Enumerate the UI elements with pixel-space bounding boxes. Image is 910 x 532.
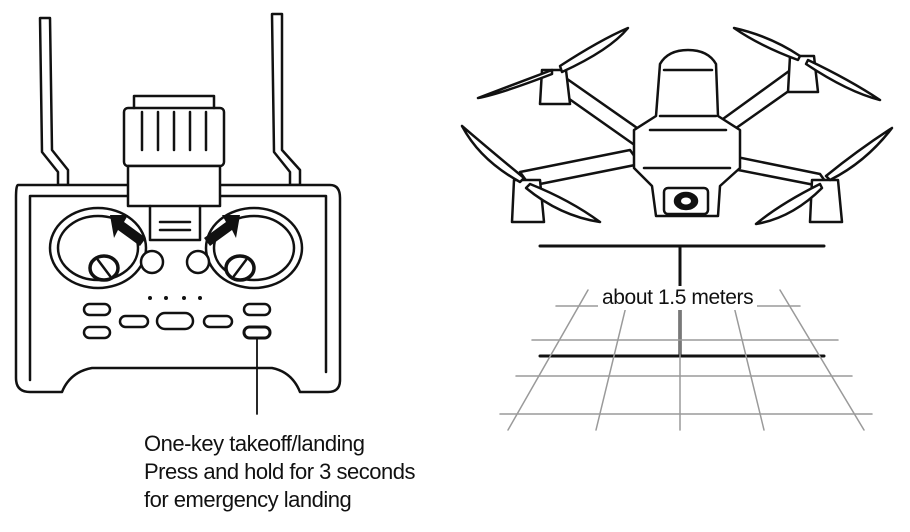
left-round-button bbox=[139, 249, 165, 275]
right-antenna bbox=[270, 12, 302, 187]
height-label: about 1.5 meters bbox=[598, 286, 758, 310]
drone-propellers bbox=[460, 26, 894, 226]
left-joystick bbox=[48, 206, 148, 290]
ground-grid bbox=[499, 289, 873, 431]
drone bbox=[460, 26, 894, 226]
left-antenna bbox=[38, 16, 70, 187]
left-arrow-icon bbox=[110, 215, 146, 246]
callout-line-2: Press and hold for 3 seconds bbox=[144, 459, 415, 484]
controller-body bbox=[14, 183, 342, 394]
right-joystick bbox=[204, 206, 304, 290]
camera-icon bbox=[662, 186, 710, 216]
indicator-leds bbox=[148, 296, 202, 300]
remote-controller bbox=[14, 12, 342, 415]
right-arrow-icon bbox=[204, 215, 240, 246]
takeoff-landing-callout: One-key takeoff/landing Press and hold f… bbox=[144, 430, 444, 514]
callout-line-1: One-key takeoff/landing bbox=[144, 431, 365, 456]
drone-fuselage bbox=[632, 48, 742, 218]
right-round-button bbox=[185, 249, 211, 275]
callout-line-3: for emergency landing bbox=[144, 487, 352, 512]
phone-holder bbox=[122, 94, 226, 242]
